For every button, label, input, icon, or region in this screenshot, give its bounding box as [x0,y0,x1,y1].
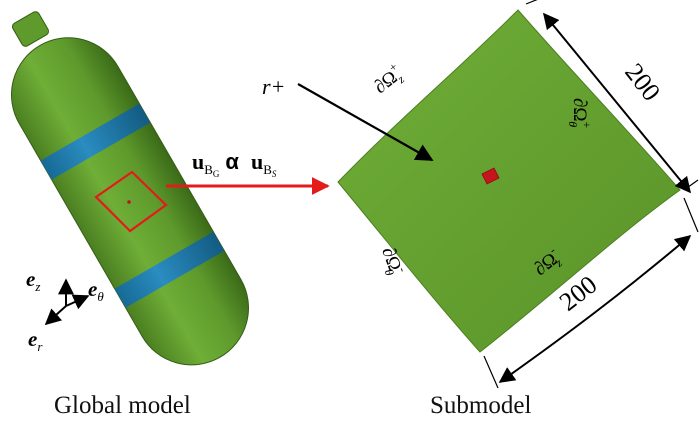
dim-top-line [542,12,692,194]
tank-body [11,11,249,366]
dim-bottom-ext-2 [683,197,699,233]
relation-lhs: u [192,149,204,174]
dim-bottom-ext-1 [483,355,499,389]
relation-rhs: u [251,149,263,174]
dim-bottom-line [498,234,692,383]
tank-band-upper [40,103,151,180]
relation-lhs-sub: B [204,162,213,177]
tank-shell [11,37,249,366]
boundary-top-label: ∂Ω+z [368,59,409,100]
highlight-element-dot [127,200,131,204]
relation-lhs-subsub: G [213,169,220,179]
dim-top-label: 200 [619,58,666,107]
axis-z-label: ez [26,267,40,294]
relation-symbol: α [225,149,239,174]
axis-r-label: er [28,327,43,354]
caption-submodel: Submodel [430,392,532,419]
relation-rhs-sub: B [263,162,272,177]
point-label: r+ [262,74,285,99]
tank-band-lower [114,231,225,308]
axis-theta-label: eθ [88,277,104,304]
point-pointer-arrow [297,83,434,161]
submodel-element [481,167,500,185]
axis-triad: ez eθ er [26,267,104,354]
dim-top-ext-1 [525,0,538,5]
boundary-right-label: ∂Ω+θ [566,98,594,129]
axis-r-arrow [44,305,67,326]
caption-global-model: Global model [54,392,191,419]
global-model [11,11,249,366]
axis-theta-arrow [65,294,90,310]
relation-rhs-subsub: S [272,169,277,179]
highlight-region [94,170,168,233]
tank-valve [11,11,50,47]
submodel: r+ ∂Ω+z ∂Ω+θ ∂Ω-z ∂Ω-θ 200 200 [262,0,699,389]
